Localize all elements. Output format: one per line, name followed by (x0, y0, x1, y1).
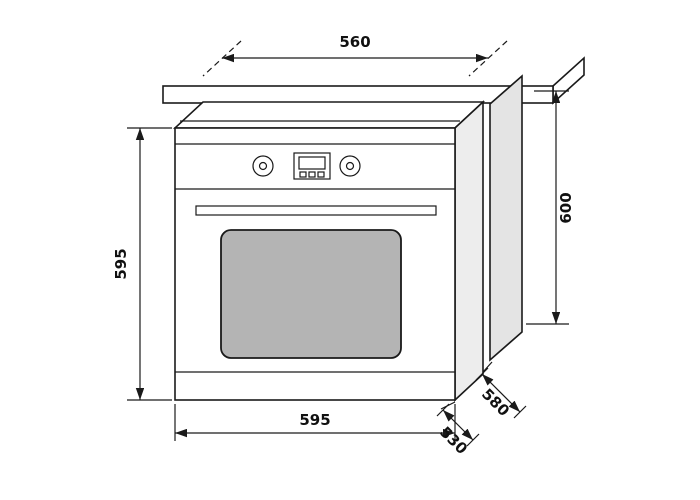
dim-600-label: 600 (557, 192, 575, 223)
right-knob-center (345, 161, 355, 171)
oven-door (175, 205, 455, 373)
right-knob-icon (339, 155, 361, 177)
dim-530-label: 530 (436, 423, 471, 458)
cabinet-side-panel (489, 74, 523, 362)
oven-control-panel (175, 143, 455, 190)
display-frame (293, 152, 331, 180)
dimension-600: 600 (526, 90, 575, 325)
dimension-560: 560 (202, 33, 508, 77)
dimension-595-left: 595 (112, 127, 172, 401)
cabinet-side-panel-face (489, 74, 523, 362)
oven-right-face (454, 100, 484, 402)
display-button-3 (317, 171, 325, 178)
dimension-595-bottom: 595 (174, 404, 456, 441)
countertop-right-face (552, 56, 585, 105)
dim-580-label: 580 (478, 385, 513, 420)
dim-560-label: 560 (339, 33, 370, 51)
dimension-530: 530 (436, 401, 480, 458)
display-screen (298, 156, 326, 170)
oven-top-face (172, 101, 486, 129)
left-knob-icon (252, 155, 274, 177)
dim-595-bottom-label: 595 (299, 411, 330, 429)
left-knob-center (258, 161, 268, 171)
door-handle (195, 205, 437, 216)
dimension-580: 580 (475, 361, 527, 420)
dim-530-arrow (442, 409, 474, 441)
dim-580-arrow (481, 373, 521, 413)
display-button-1 (299, 171, 307, 178)
door-window (220, 229, 402, 359)
dim-580-connector (482, 361, 493, 373)
dim-595-left-label: 595 (112, 248, 130, 279)
display-button-2 (308, 171, 316, 178)
oven (172, 100, 486, 402)
